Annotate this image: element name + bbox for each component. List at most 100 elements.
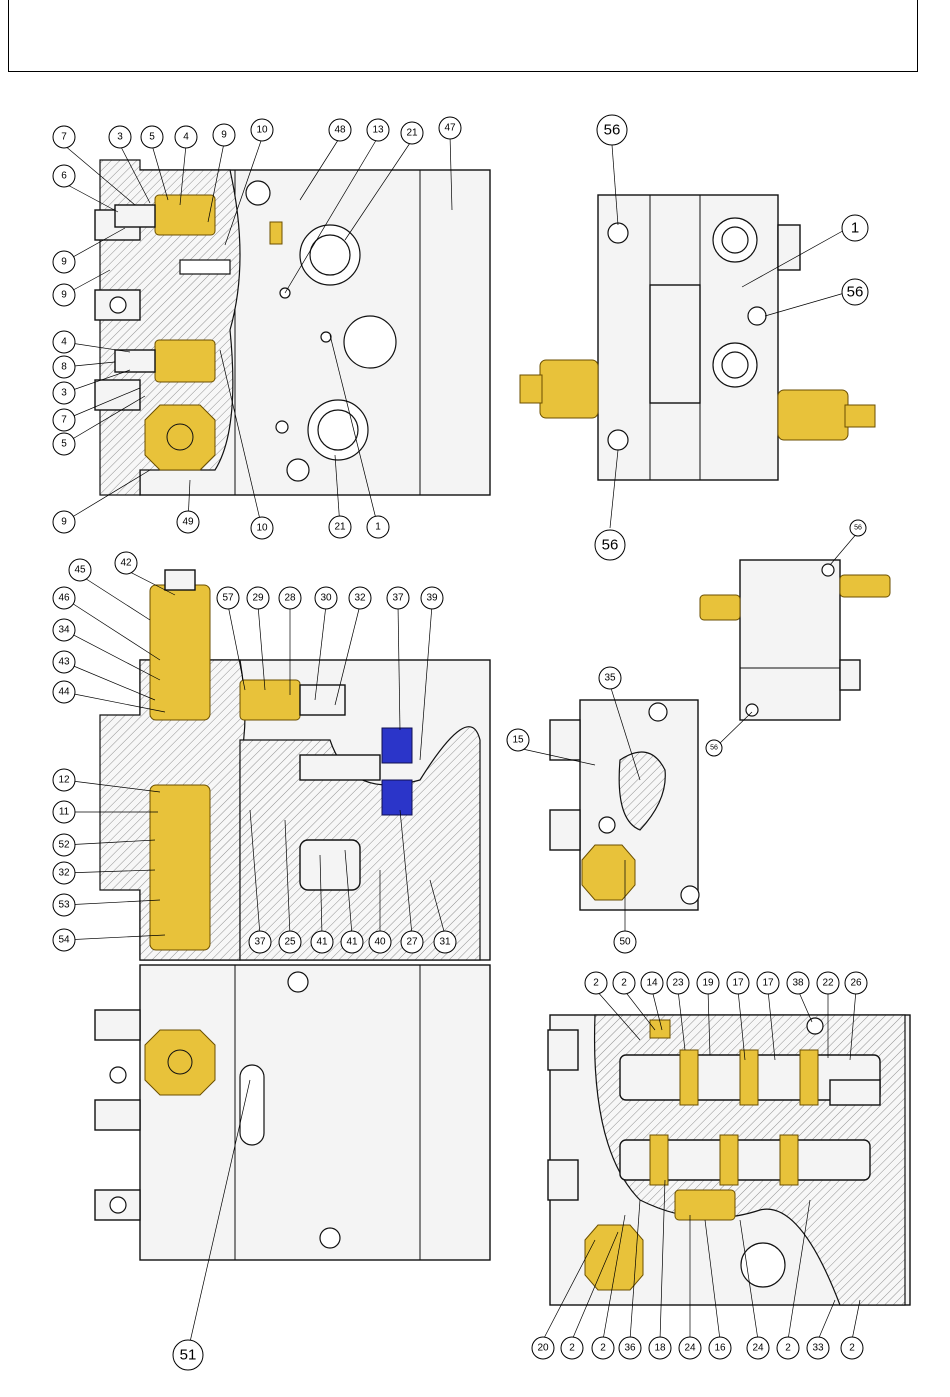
- right-top-cartridge: [540, 360, 598, 418]
- callout-bot-17b: 17: [757, 972, 779, 994]
- svg-text:56: 56: [604, 122, 621, 139]
- svg-text:41: 41: [346, 937, 358, 948]
- callout-bot-2f: 2: [841, 1337, 863, 1359]
- callout-side-56a: 56: [850, 520, 866, 536]
- svg-text:56: 56: [847, 284, 864, 301]
- svg-text:25: 25: [284, 937, 296, 948]
- callout-top-4b: 4: [53, 331, 75, 353]
- callout-side-56b: 56: [706, 740, 722, 756]
- svg-text:4: 4: [183, 132, 189, 143]
- callout-right-56c: 56: [842, 279, 868, 305]
- svg-text:27: 27: [406, 937, 418, 948]
- svg-text:28: 28: [284, 593, 296, 604]
- callout-top-7b: 7: [53, 409, 75, 431]
- svg-text:8: 8: [61, 362, 67, 373]
- svg-text:56: 56: [854, 525, 862, 532]
- svg-text:46: 46: [58, 593, 70, 604]
- svg-text:42: 42: [120, 558, 132, 569]
- callout-top-48: 48: [329, 119, 351, 141]
- svg-text:40: 40: [374, 937, 386, 948]
- svg-text:31: 31: [439, 937, 451, 948]
- callout-mid-41a: 41: [311, 931, 333, 953]
- callout-mid-41b: 41: [341, 931, 363, 953]
- top-brass-plug: [145, 405, 215, 470]
- svg-text:10: 10: [256, 523, 268, 534]
- svg-text:30: 30: [320, 593, 332, 604]
- bottom-section-view: [548, 1015, 910, 1305]
- callout-mid-34: 34: [53, 619, 75, 641]
- callout-mid-53: 53: [53, 894, 75, 916]
- right-bottom-cartridge: [778, 390, 848, 440]
- callout-mid-52: 52: [53, 834, 75, 856]
- callout-bot-36: 36: [619, 1337, 641, 1359]
- svg-text:10: 10: [256, 125, 268, 136]
- svg-text:35: 35: [604, 673, 616, 684]
- callout-top-9d: 9: [53, 511, 75, 533]
- svg-text:3: 3: [117, 132, 123, 143]
- svg-text:13: 13: [372, 125, 384, 136]
- svg-text:1: 1: [851, 220, 859, 237]
- callout-mid-32a: 32: [53, 862, 75, 884]
- callout-bot-16: 16: [709, 1337, 731, 1359]
- callout-bot-2b: 2: [613, 972, 635, 994]
- svg-text:2: 2: [621, 978, 627, 989]
- callout-top-47: 47: [439, 117, 461, 139]
- svg-text:53: 53: [58, 900, 70, 911]
- svg-text:57: 57: [222, 593, 234, 604]
- callout-bot-17a: 17: [727, 972, 749, 994]
- callout-small-15: 15: [507, 729, 529, 751]
- svg-text:51: 51: [180, 1347, 197, 1364]
- svg-text:48: 48: [334, 125, 346, 136]
- svg-text:12: 12: [58, 775, 70, 786]
- svg-text:36: 36: [624, 1343, 636, 1354]
- callout-small-50: 50: [614, 931, 636, 953]
- callout-top-10a: 10: [251, 119, 273, 141]
- callout-top-8: 8: [53, 356, 75, 378]
- left-valve-body: [140, 965, 490, 1260]
- callout-bot-22: 22: [817, 972, 839, 994]
- svg-text:52: 52: [58, 840, 70, 851]
- callout-bot-2c: 2: [561, 1337, 583, 1359]
- callout-bot-24b: 24: [747, 1337, 769, 1359]
- callout-top-13: 13: [367, 119, 389, 141]
- callout-top-5a: 5: [141, 126, 163, 148]
- callout-mid-30: 30: [315, 587, 337, 609]
- svg-text:32: 32: [354, 593, 366, 604]
- svg-text:41: 41: [316, 937, 328, 948]
- seal-block-lower: [382, 780, 412, 815]
- svg-text:14: 14: [646, 978, 658, 989]
- svg-text:9: 9: [61, 517, 67, 528]
- callout-bot-19: 19: [697, 972, 719, 994]
- svg-text:7: 7: [61, 132, 67, 143]
- callout-bot-20: 20: [532, 1337, 554, 1359]
- callout-top-7a: 7: [53, 126, 75, 148]
- callout-mid-28: 28: [279, 587, 301, 609]
- callout-top-1: 1: [367, 516, 389, 538]
- small-side-view: [700, 560, 890, 720]
- callout-bot-33: 33: [807, 1337, 829, 1359]
- callout-top-6: 6: [53, 165, 75, 187]
- svg-text:56: 56: [710, 745, 718, 752]
- svg-text:47: 47: [444, 123, 456, 134]
- svg-text:18: 18: [654, 1343, 666, 1354]
- callout-bot-2d: 2: [592, 1337, 614, 1359]
- svg-text:21: 21: [334, 522, 346, 533]
- middle-cartridge-bottom: [150, 785, 210, 950]
- svg-text:2: 2: [569, 1343, 575, 1354]
- svg-text:11: 11: [59, 807, 70, 818]
- callout-top-49: 49: [177, 511, 199, 533]
- svg-text:9: 9: [61, 290, 67, 301]
- top-cartridge-1: [155, 195, 215, 235]
- svg-text:56: 56: [602, 537, 619, 554]
- callout-mid-57: 57: [217, 587, 239, 609]
- callout-top-3b: 3: [53, 382, 75, 404]
- svg-text:21: 21: [406, 128, 418, 139]
- callout-mid-44: 44: [53, 681, 75, 703]
- callout-top-21a: 21: [401, 122, 423, 144]
- callout-mid-46: 46: [53, 587, 75, 609]
- callout-top-5b: 5: [53, 433, 75, 455]
- svg-text:37: 37: [392, 593, 404, 604]
- callout-right-1: 1: [842, 215, 868, 241]
- svg-text:49: 49: [182, 517, 194, 528]
- svg-text:38: 38: [792, 978, 804, 989]
